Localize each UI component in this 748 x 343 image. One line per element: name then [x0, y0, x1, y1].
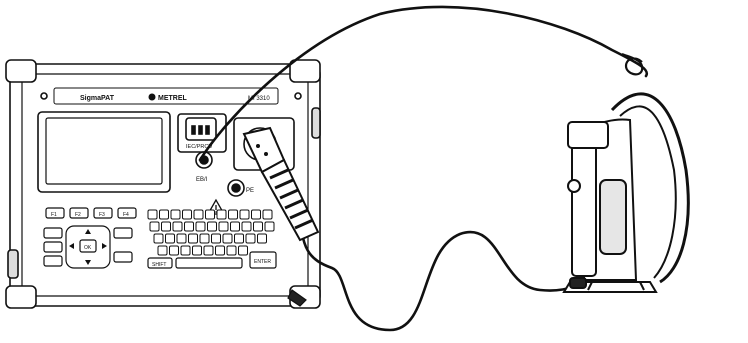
iec-pin	[199, 126, 202, 134]
keyboard-key[interactable]	[177, 234, 186, 243]
pe-jack-core	[232, 184, 240, 192]
keyboard-key[interactable]	[160, 210, 169, 219]
keyboard-key[interactable]	[158, 246, 167, 255]
space-key[interactable]	[176, 258, 242, 268]
keyboard-key[interactable]	[263, 210, 272, 219]
keyboard-key[interactable]	[171, 210, 180, 219]
side-handle-left	[8, 250, 18, 278]
ok-key-label: OK	[84, 245, 92, 251]
keyboard-key[interactable]	[217, 210, 226, 219]
screw-icon	[295, 93, 301, 99]
keyboard-key[interactable]	[162, 222, 171, 231]
function-key-f2-label: F2	[75, 212, 81, 218]
eb-i-label: EB/I	[196, 177, 208, 183]
keyboard-key[interactable]	[242, 222, 251, 231]
side-key-mid-left[interactable]	[44, 242, 62, 252]
keyboard-key[interactable]	[239, 246, 248, 255]
keyboard-key[interactable]	[208, 222, 217, 231]
corner-bumper-tl	[6, 60, 36, 82]
keyboard-key[interactable]	[219, 222, 228, 231]
keyboard-key[interactable]	[223, 234, 232, 243]
iron-control-block	[568, 122, 608, 148]
keyboard-key[interactable]	[212, 234, 221, 243]
brand-center-label: METREL	[158, 95, 188, 102]
shift-key-label: SHIFT	[152, 262, 166, 268]
side-key-upper-right[interactable]	[114, 228, 132, 238]
iec-pin	[206, 126, 209, 134]
corner-bumper-bl	[6, 286, 36, 308]
iron-dial-icon[interactable]	[568, 180, 580, 192]
keyboard-key[interactable]	[173, 222, 182, 231]
keyboard-key[interactable]	[154, 234, 163, 243]
side-handle-right	[312, 108, 320, 138]
keyboard-key[interactable]	[150, 222, 159, 231]
keyboard-key[interactable]	[246, 234, 255, 243]
function-key-f4-label: F4	[123, 212, 129, 218]
keyboard-key[interactable]	[181, 246, 190, 255]
metrel-logo-icon	[149, 94, 156, 101]
keyboard-key[interactable]	[258, 234, 267, 243]
keyboard-key[interactable]	[252, 210, 261, 219]
keyboard-key[interactable]	[166, 234, 175, 243]
keyboard-key[interactable]	[194, 210, 203, 219]
enter-key-label: ENTER	[254, 259, 271, 265]
keyboard-key[interactable]	[204, 246, 213, 255]
keyboard-key[interactable]	[170, 246, 179, 255]
keyboard-key[interactable]	[265, 222, 274, 231]
keyboard-key[interactable]	[185, 222, 194, 231]
keyboard-key[interactable]	[148, 210, 157, 219]
keyboard-key[interactable]	[200, 234, 209, 243]
keyboard-key[interactable]	[235, 234, 244, 243]
iron-front-column	[572, 140, 596, 276]
keyboard-key[interactable]	[189, 234, 198, 243]
side-key-lower-left[interactable]	[44, 256, 62, 266]
keyboard-key[interactable]	[216, 246, 225, 255]
side-key-lower-right[interactable]	[114, 252, 132, 262]
keyboard-key[interactable]	[206, 210, 215, 219]
iron-appliance	[564, 94, 688, 292]
iec-pin	[192, 126, 195, 134]
corner-bumper-tr	[290, 60, 320, 82]
keyboard-key[interactable]	[254, 222, 263, 231]
screw-icon	[41, 93, 47, 99]
keyboard-key[interactable]	[229, 210, 238, 219]
keyboard-key[interactable]	[183, 210, 192, 219]
pe-label: PE	[246, 188, 254, 194]
keyboard-key[interactable]	[193, 246, 202, 255]
display-screen	[46, 118, 162, 184]
side-key-upper-left[interactable]	[44, 228, 62, 238]
iron-water-tank	[600, 180, 626, 254]
brand-left-label: SigmaPAT	[80, 95, 115, 102]
function-key-f1-label: F1	[51, 212, 57, 218]
keyboard-key[interactable]	[227, 246, 236, 255]
function-key-f3-label: F3	[99, 212, 105, 218]
keyboard-key[interactable]	[240, 210, 249, 219]
keyboard-key[interactable]	[196, 222, 205, 231]
iron-cable-strain-relief	[570, 278, 586, 288]
keyboard-key[interactable]	[231, 222, 240, 231]
